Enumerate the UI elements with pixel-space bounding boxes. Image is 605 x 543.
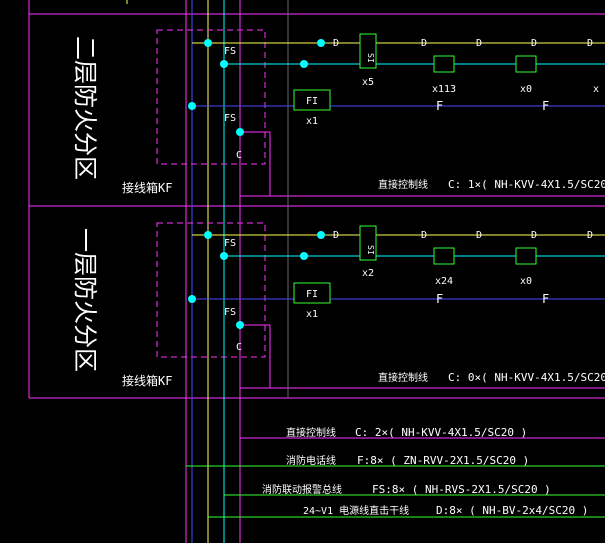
legend-name: 直接控制线 bbox=[286, 426, 336, 439]
d-tag: D bbox=[587, 230, 593, 241]
junction-box-outline bbox=[156, 222, 266, 358]
fi-module[interactable] bbox=[293, 89, 331, 111]
d-tag: D bbox=[421, 230, 427, 241]
bus-node bbox=[188, 295, 196, 303]
junction-box-outline bbox=[156, 29, 266, 165]
green-module[interactable] bbox=[515, 247, 537, 265]
bus-node bbox=[300, 60, 308, 68]
fs-tag: FS bbox=[224, 238, 236, 249]
module-count: x2 bbox=[362, 268, 374, 279]
legend-spec: D:8× ( NH-BV-2x4/SC20 ) bbox=[436, 504, 588, 517]
d-tag: D bbox=[421, 38, 427, 49]
f-tag: F bbox=[436, 99, 443, 113]
bus-node bbox=[236, 128, 244, 136]
d-tag: D bbox=[531, 38, 537, 49]
fs-tag: FS bbox=[224, 46, 236, 57]
fi-label: FI bbox=[306, 289, 318, 300]
f-tag: F bbox=[542, 292, 549, 306]
module-count: x24 bbox=[435, 276, 453, 287]
green-module[interactable] bbox=[515, 55, 537, 73]
junction-box-label: 接线箱KF bbox=[122, 373, 172, 388]
fi-label: FI bbox=[306, 96, 318, 107]
bus-node bbox=[317, 231, 325, 239]
zone-label: 二层防火分区 bbox=[71, 36, 99, 180]
zone-2[interactable]: 二层防火分区 接线箱KF 直接控制线 C: 1×( NH-KVV-4X1.5/S… bbox=[71, 29, 605, 195]
legend-spec: C: 2×( NH-KVV-4X1.5/SC20 ) bbox=[355, 426, 527, 439]
fi-count: x1 bbox=[306, 309, 318, 320]
d-tag: D bbox=[333, 230, 339, 241]
fs-tag: FS bbox=[224, 113, 236, 124]
cable-spec: C: 0×( NH-KVV-4X1.5/SC20 bbox=[448, 371, 605, 384]
junction-box-label: 接线箱KF bbox=[122, 180, 172, 195]
module-count: x bbox=[593, 84, 599, 95]
legend[interactable]: 直接控制线 C: 2×( NH-KVV-4X1.5/SC20 ) 消防电话线 F… bbox=[186, 426, 605, 518]
si-label: SI bbox=[366, 245, 375, 255]
zone-label: 一层防火分区 bbox=[71, 228, 99, 372]
si-module[interactable] bbox=[359, 33, 377, 69]
d-tag: D bbox=[333, 38, 339, 49]
fi-module[interactable] bbox=[293, 282, 331, 304]
green-module[interactable] bbox=[433, 55, 455, 73]
f-tag: F bbox=[542, 99, 549, 113]
bus-node bbox=[300, 252, 308, 260]
module-count: x0 bbox=[520, 84, 532, 95]
bus-node bbox=[220, 252, 228, 260]
bus-node bbox=[188, 102, 196, 110]
legend-name: 24~V1 电源线直击干线 bbox=[303, 504, 409, 517]
d-tag: D bbox=[476, 230, 482, 241]
grid-lines bbox=[28, 0, 605, 543]
f-tag: F bbox=[436, 292, 443, 306]
control-line-label: 直接控制线 bbox=[378, 371, 428, 384]
legend-name: 消防联动报警总线 bbox=[262, 483, 342, 496]
bus-node bbox=[220, 60, 228, 68]
vertical-buses bbox=[126, 0, 289, 543]
bus-tags: FS FS FS FS D D D D D F F D D D D D F F … bbox=[224, 38, 593, 353]
bus-node bbox=[204, 39, 212, 47]
control-line-label: 直接控制线 bbox=[378, 178, 428, 191]
zone-1[interactable]: 一层防火分区 接线箱KF 直接控制线 C: 0×( NH-KVV-4X1.5/S… bbox=[71, 222, 605, 388]
module-count: x5 bbox=[362, 77, 374, 88]
si-label: SI bbox=[366, 53, 375, 63]
cable-spec: C: 1×( NH-KVV-4X1.5/SC20 bbox=[448, 178, 605, 191]
bus-node bbox=[317, 39, 325, 47]
d-tag: D bbox=[531, 230, 537, 241]
module-count: x0 bbox=[520, 276, 532, 287]
d-tag: D bbox=[476, 38, 482, 49]
d-tag: D bbox=[587, 38, 593, 49]
bus-node bbox=[204, 231, 212, 239]
legend-spec: F:8× ( ZN-RVV-2X1.5/SC20 ) bbox=[357, 454, 529, 467]
module-count: x113 bbox=[432, 84, 456, 95]
bus-node bbox=[236, 321, 244, 329]
green-module[interactable] bbox=[433, 247, 455, 265]
si-module[interactable] bbox=[359, 225, 377, 261]
c-tag: C bbox=[236, 150, 242, 161]
legend-spec: FS:8× ( NH-RVS-2X1.5/SC20 ) bbox=[372, 483, 551, 496]
c-tag: C bbox=[236, 342, 242, 353]
legend-name: 消防电话线 bbox=[286, 454, 336, 467]
fs-tag: FS bbox=[224, 307, 236, 318]
fi-count: x1 bbox=[306, 116, 318, 127]
